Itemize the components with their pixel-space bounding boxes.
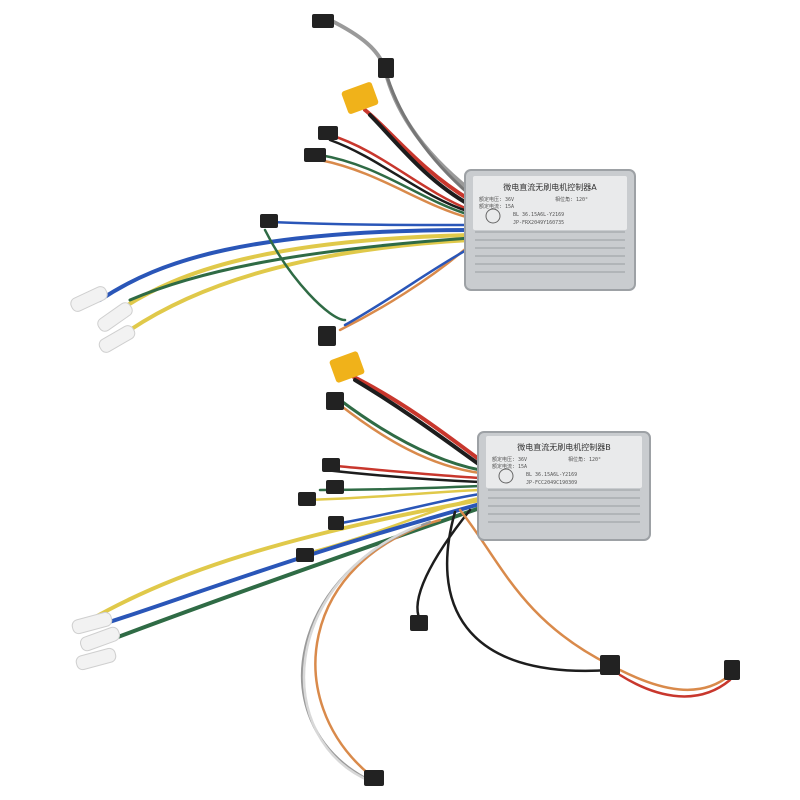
brand-logo-icon [485,208,501,224]
connector-black-icon [312,14,334,28]
controller-a-model: BL 36.15A6L-Y2169 [513,212,564,218]
controller-b-title: 微电直流无刷电机控制器B [517,442,611,452]
connector-black-icon [298,492,316,506]
controller-a-serial: JP-FRX2049Y160735 [513,220,564,226]
connector-black-icon [304,148,326,162]
connector-black-icon [724,660,740,680]
connector-black-icon [260,214,278,228]
controller-b-spec-2: 额定电流: 15A [492,463,527,470]
connector-black-icon [410,615,428,631]
controller-b-spec-3: 相位角: 120° [568,456,601,463]
connector-black-icon [326,392,344,410]
controller-b-label [486,436,642,488]
brand-logo-icon [498,468,514,484]
controller-a-wiring [98,18,472,332]
connector-black-icon [378,58,394,78]
controller-b-wiring [88,373,732,784]
connector-black-icon [326,480,344,494]
connector-black-icon [328,516,344,530]
controller-a: 微电直流无刷电机控制器A 额定电压: 36V 额定电流: 15A 相位角: 12… [464,169,636,291]
bullet-connector-icon [80,626,120,652]
bullet-connector-icon [98,325,136,353]
controller-a-spec-3: 相位角: 120° [555,196,588,203]
bullet-connector-icon [71,611,113,635]
controller-b: 微电直流无刷电机控制器B 额定电压: 36V 额定电流: 15A 相位角: 12… [477,431,651,541]
controller-b-model: BL 36.15A6L-Y2169 [526,472,577,478]
controller-a-spec-1: 额定电压: 36V [479,196,514,203]
controller-a-connectors [70,14,394,353]
connector-black-icon [318,126,338,140]
controller-a-spec-2: 额定电流: 15A [479,203,514,210]
connector-black-icon [318,326,336,346]
bullet-connector-icon [75,647,117,671]
controller-a-label [473,176,627,230]
connector-black-icon [322,458,340,472]
xt60-connector-icon [341,82,379,114]
xt60-connector-icon [329,351,365,383]
connector-black-icon [296,548,314,562]
controller-b-serial: JP-FCC2049C190309 [526,480,577,486]
connector-black-icon [600,655,620,675]
bullet-connector-icon [70,286,108,312]
controller-b-connectors [71,351,740,786]
controller-b-spec-1: 额定电压: 36V [492,456,527,463]
bullet-connector-icon [97,302,133,332]
connector-black-icon [364,770,384,786]
controller-a-title: 微电直流无刷电机控制器A [503,182,597,192]
